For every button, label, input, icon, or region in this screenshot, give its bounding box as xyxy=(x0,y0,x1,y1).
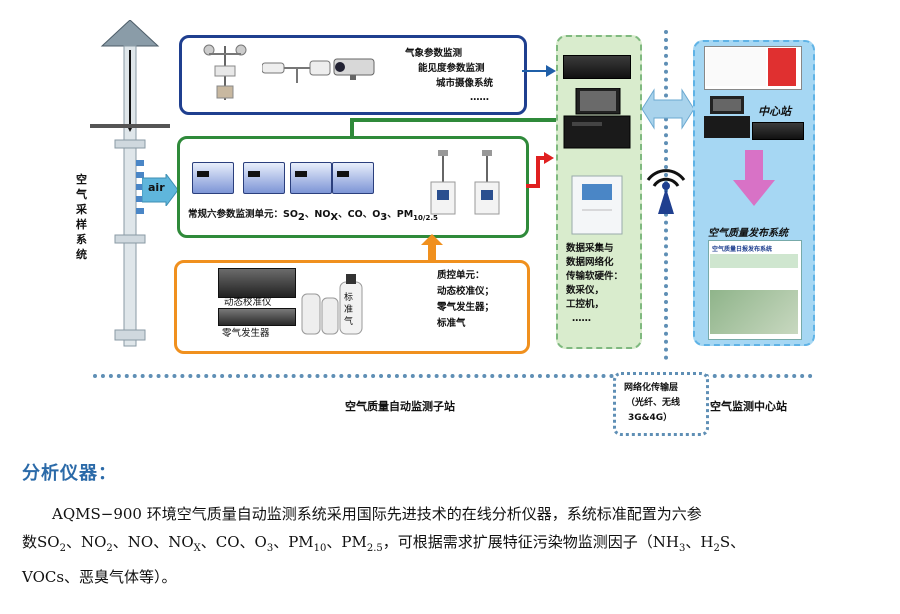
p2-d: 、CO、O xyxy=(200,533,267,551)
p2-sub-h: 2 xyxy=(713,543,720,554)
p2-sub-e: 10 xyxy=(313,543,327,554)
daq-label-6: …… xyxy=(572,313,591,324)
bottom-divider xyxy=(93,374,813,378)
weather-label-4: …… xyxy=(470,92,489,103)
visibility-sensor-icon xyxy=(262,60,331,83)
red-arrow xyxy=(526,152,554,188)
weather-arrow xyxy=(522,65,556,77)
paragraph-line-3: VOCs、恶臭气体等）。 xyxy=(22,568,177,586)
section-title: 分析仪器： xyxy=(22,463,117,484)
green-connector xyxy=(350,118,558,138)
zero-gas-device xyxy=(218,308,296,326)
industrial-pc-icon xyxy=(563,88,631,149)
qc-label-2: 动态校准仪； xyxy=(437,286,495,297)
network-label-2: （光纤、无线 xyxy=(626,398,681,408)
qc-label-3: 零气发生器； xyxy=(437,302,495,313)
analyzer-1 xyxy=(192,162,234,194)
weather-sensor-icon xyxy=(203,44,247,100)
center-station-label: 中心站 xyxy=(758,105,791,118)
daq-label-4: 数采仪， xyxy=(566,285,605,296)
daq-label-5: 工控机， xyxy=(566,299,605,310)
daq-rack-top xyxy=(563,55,631,79)
network-label-3: 3G&4G） xyxy=(628,413,673,423)
cylinder-text: 标准气 xyxy=(344,293,354,327)
qc-label-1: 质控单元： xyxy=(437,270,485,281)
data-logger-icon xyxy=(571,175,623,235)
release-system-label: 空气质量发布系统 xyxy=(708,228,788,239)
p2-sub-b: 2 xyxy=(106,543,113,554)
six-param-pm-sub: 10/2.5 xyxy=(413,213,438,222)
weather-label-1: 气象参数监测 xyxy=(405,48,463,59)
p2-sub-c: X xyxy=(193,543,201,554)
analyzer-3 xyxy=(290,162,332,194)
six-param-text-c: 、CO、O xyxy=(338,209,381,220)
calibrator-device xyxy=(218,268,296,298)
qc-label-4: 标准气 xyxy=(437,318,466,329)
analyzer-2 xyxy=(243,162,285,194)
weather-label-2: 能见度参数监测 xyxy=(418,63,485,74)
center-rack xyxy=(752,122,804,140)
p2-c: 、NO、NO xyxy=(112,533,194,551)
bidirectional-arrow xyxy=(642,88,694,130)
p2-b: 、NO xyxy=(65,533,107,551)
pink-down-arrow xyxy=(733,150,775,206)
paragraph-line-1: AQMS−900 环境空气质量自动监测系统采用国际先进技术的在线分析仪器，系统标… xyxy=(52,505,702,523)
website-title: 空气质量日报发布系统 xyxy=(712,246,773,253)
paragraph-line-2: 数SO2、NO2、NO、NOX、CO、O3、PM10、PM2.5，可根据需求扩展… xyxy=(22,528,892,563)
orange-up-arrow xyxy=(421,234,443,262)
website-banner xyxy=(710,254,798,268)
p2-i: S、 xyxy=(719,533,746,551)
p2-sub-f: 2.5 xyxy=(366,543,383,554)
substation-label: 空气质量自动监测子站 xyxy=(345,400,455,413)
p2-e: 、PM xyxy=(273,533,314,551)
camera-icon xyxy=(333,58,375,80)
mast-label: 空气采样系统 xyxy=(76,173,87,261)
p2-sub-g: 3 xyxy=(678,543,686,554)
wireless-antenna-icon xyxy=(646,169,686,214)
air-arrow xyxy=(142,174,179,206)
website-map xyxy=(710,290,798,334)
p2-sub-a: 2 xyxy=(59,543,66,554)
six-param-text-b: 、NO xyxy=(304,209,331,220)
center-display-rows xyxy=(706,48,796,86)
network-label-1: 网络化传输层 xyxy=(624,383,679,393)
six-param-text-d: 、PM xyxy=(387,209,414,220)
network-layer-box xyxy=(613,372,709,436)
p2-h: 、H xyxy=(685,533,714,551)
six-param-text-a: 常规六参数监测单元：SO xyxy=(188,209,298,220)
center-workstation-icon xyxy=(704,96,750,138)
p2-sub-d: 3 xyxy=(266,543,274,554)
sampling-mast xyxy=(90,20,170,347)
calibrator-text: 动态校准仪 xyxy=(224,297,272,308)
pm-monitor-2-icon xyxy=(474,150,500,215)
daq-label-3: 传输软硬件： xyxy=(566,271,624,282)
weather-label-3: 城市摄像系统 xyxy=(436,78,494,89)
six-param-o3-sub: 3 xyxy=(380,211,388,223)
daq-label-2: 数据网络化 xyxy=(566,257,614,268)
diagram: 空气采样系统 air 气象参数监测 能见度参数监测 城市摄像系统 …… xyxy=(76,20,815,436)
p2-f: 、PM xyxy=(326,533,367,551)
six-param-x-sub: X xyxy=(330,211,339,223)
gas-cylinders-icon xyxy=(301,274,363,335)
center-station-title: 空气监测中心站 xyxy=(710,400,787,413)
analyzer-4 xyxy=(332,162,374,194)
pm-monitor-1-icon xyxy=(430,150,456,215)
six-param-label: 常规六参数监测单元：SO2、NOX、CO、O3、PM10/2.5 xyxy=(188,209,438,223)
daq-label-1: 数据采集与 xyxy=(566,243,614,254)
p2-g: ，可根据需求扩展特征污染物监测因子（NH xyxy=(382,533,679,551)
zero-gas-text: 零气发生器 xyxy=(222,328,270,339)
air-label: air xyxy=(148,181,165,194)
description-paragraph: AQMS−900 环境空气质量自动监测系统采用国际先进技术的在线分析仪器，系统标… xyxy=(22,500,892,591)
p2-a: 数SO xyxy=(22,533,60,551)
